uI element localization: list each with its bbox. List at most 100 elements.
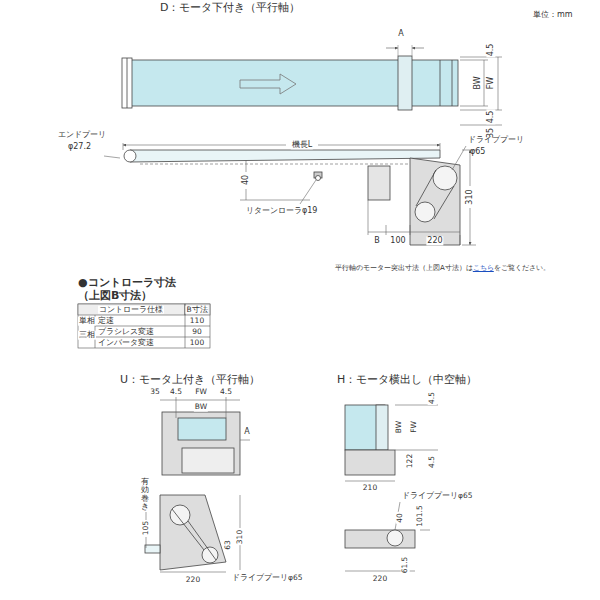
section-title: （上図B寸法） bbox=[78, 290, 152, 303]
table-cell: 単相 bbox=[78, 317, 96, 326]
drawing-line bbox=[146, 537, 147, 548]
dimension-label: 4.5 bbox=[169, 388, 183, 397]
drawing-line bbox=[345, 481, 395, 482]
dimension-label: 220 bbox=[185, 576, 201, 585]
drawing-circle bbox=[415, 202, 435, 222]
drawing-line bbox=[386, 48, 398, 49]
dimension-label: FW bbox=[410, 420, 419, 434]
table-cell: 90 bbox=[191, 327, 203, 336]
drawing-line bbox=[160, 572, 226, 573]
dimension-label: 4.5 bbox=[428, 391, 437, 405]
dimension-label: 単位：mm bbox=[533, 10, 573, 19]
drawing-line bbox=[470, 208, 471, 245]
drawing-circle bbox=[170, 505, 190, 525]
drawing-rect bbox=[376, 405, 388, 450]
dimension-label: A bbox=[397, 29, 404, 38]
drawing-circle bbox=[387, 530, 403, 546]
dimension-label: 61.5 bbox=[401, 556, 410, 575]
drawing-line bbox=[368, 232, 460, 233]
drawing-line bbox=[460, 235, 461, 245]
controller-table bbox=[78, 304, 210, 348]
u-views bbox=[145, 397, 250, 572]
drawing-line bbox=[240, 200, 310, 201]
d-top-view bbox=[122, 45, 458, 110]
drawing-line bbox=[460, 110, 502, 111]
dimension-label: 40 bbox=[241, 174, 250, 186]
dimension-label: φ27.2 bbox=[68, 142, 91, 151]
drawing-line bbox=[412, 48, 424, 49]
drawing-rect bbox=[78, 304, 210, 348]
drawing-path bbox=[130, 150, 440, 162]
table-cell: 110 bbox=[189, 316, 205, 325]
dimension-label: ドライブプーリφ65 bbox=[402, 492, 473, 501]
drawing-line bbox=[140, 164, 410, 165]
dimension-label: A bbox=[243, 427, 250, 436]
dimension-label: 4.5 bbox=[486, 110, 495, 125]
table-cell: インバータ変速 bbox=[98, 339, 154, 348]
dimension-label: φ65 bbox=[470, 147, 485, 156]
dimension-label: 220 bbox=[372, 575, 388, 584]
dimension-label: 101.5 bbox=[416, 504, 425, 527]
section-title: ●コントローラ寸法 bbox=[78, 277, 176, 290]
drawing-rect bbox=[178, 418, 226, 440]
drawing-rect bbox=[145, 545, 160, 553]
drawing-line bbox=[410, 225, 411, 235]
drawing-line bbox=[452, 60, 453, 106]
dimension-label: 122 bbox=[406, 453, 415, 469]
drawing-rect bbox=[345, 450, 395, 475]
drawing-line bbox=[386, 225, 387, 235]
dimension-label: 4.5 bbox=[428, 455, 437, 469]
drawing-path bbox=[416, 170, 454, 219]
drawing-path bbox=[160, 495, 226, 570]
dimension-label: 210 bbox=[362, 484, 378, 493]
drawing-rect bbox=[162, 412, 240, 475]
drawing-line bbox=[246, 160, 247, 172]
dimension-label: 310 bbox=[236, 529, 245, 545]
drawing-rect bbox=[398, 56, 412, 110]
drawing-line bbox=[395, 450, 438, 451]
dimension-label: B bbox=[373, 236, 381, 245]
drawing-line bbox=[460, 125, 502, 126]
drawing-line bbox=[240, 545, 241, 570]
drawing-line bbox=[368, 200, 369, 235]
drawing-line bbox=[484, 60, 485, 106]
drawing-line bbox=[240, 440, 250, 441]
drawing-line bbox=[127, 58, 128, 108]
dimension-label: 310 bbox=[465, 188, 474, 205]
drawing-line bbox=[176, 397, 177, 418]
drawing-line bbox=[226, 397, 227, 418]
drawing-line bbox=[498, 57, 499, 110]
dimension-label: 220 bbox=[426, 236, 443, 245]
drawing-path bbox=[300, 180, 316, 204]
dimension-label: 40 bbox=[396, 512, 405, 524]
dimension-label: 105 bbox=[142, 520, 151, 536]
note-text: 平行軸のモーター突出寸法（上図A寸法）はこちらをご覧ください。 bbox=[335, 263, 550, 273]
link-text: こちら bbox=[473, 264, 494, 272]
dimension-label: 有効巻き bbox=[141, 478, 149, 511]
drawing-line bbox=[123, 145, 286, 146]
dimension-label: 100 bbox=[389, 236, 406, 245]
drawing-line bbox=[246, 189, 247, 200]
d-side-dimensions bbox=[104, 143, 476, 245]
drawing-rect bbox=[182, 448, 234, 473]
drawing-rect bbox=[185, 304, 210, 315]
drawing-path bbox=[240, 74, 296, 94]
drawing-circle bbox=[202, 547, 218, 563]
drawing-path bbox=[172, 509, 216, 560]
section-title: H：モータ横出し（中空軸） bbox=[337, 374, 477, 387]
table-cell: B寸法 bbox=[185, 305, 208, 314]
drawing-rect bbox=[345, 530, 415, 548]
drawing-circle bbox=[124, 150, 136, 162]
note-text: 平行軸のモーター突出寸法（上図A寸法）は bbox=[335, 264, 473, 272]
table-cell: 三相 bbox=[78, 331, 96, 340]
table-cell: 定速 bbox=[98, 317, 114, 326]
drawing-line bbox=[318, 145, 440, 146]
dimension-label: リターンローラφ19 bbox=[246, 206, 317, 215]
table-cell: コントローラ仕様 bbox=[98, 305, 164, 314]
dimension-label: BW bbox=[395, 420, 404, 434]
drawing-rect bbox=[122, 58, 132, 108]
drawing-line bbox=[460, 57, 502, 58]
dimension-label: FW bbox=[486, 76, 495, 91]
dimension-label: BW bbox=[194, 403, 208, 412]
drawing-line bbox=[160, 400, 240, 401]
